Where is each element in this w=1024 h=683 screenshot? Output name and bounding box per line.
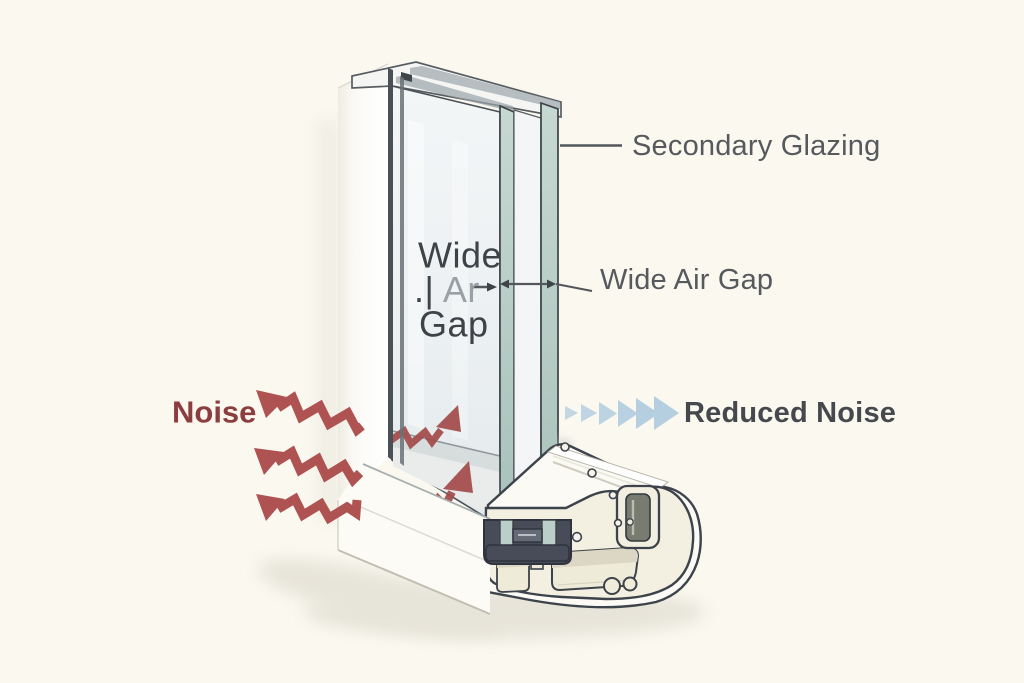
frame-cross-section: [483, 442, 695, 601]
glass-text-line3: Gap: [419, 304, 489, 345]
annotation-lines: [470, 144, 622, 292]
secondary-glazing-label: Secondary Glazing: [632, 130, 880, 162]
screw-channel-1: [603, 577, 621, 595]
measure-arrowhead-right: [547, 279, 556, 289]
glass-text-line2-prefix: .|: [414, 269, 434, 310]
primary-pane-edge: [499, 104, 515, 534]
noise-label: Noise: [172, 395, 256, 430]
glass-text-line2-air: Ar: [443, 269, 480, 310]
annotation-arrowheads: [487, 279, 556, 292]
pane-edges: [499, 101, 571, 542]
on-glass-text: Wide .| Ar Gap: [414, 235, 502, 345]
measure-arrowhead-left: [500, 279, 509, 289]
gasket-front-lip: [485, 544, 570, 562]
screw-rings: [560, 442, 623, 543]
primary-pane-left-channel: [388, 68, 404, 466]
behind-glass-arrowheads: [436, 405, 473, 493]
glazing-gasket: [483, 519, 572, 565]
screw-channel-2: [622, 576, 638, 592]
pane-top-face: [351, 61, 562, 119]
air-gap-leader: [555, 283, 593, 292]
reduced-noise-label: Reduced Noise: [684, 397, 896, 429]
glass-text-line2: .| Ar: [414, 269, 480, 310]
incoming-noise-heads: [254, 390, 287, 521]
incoming-noise-arrows: [254, 390, 365, 525]
glass-text-line1: Wide: [418, 235, 502, 276]
reduced-noise-triangles: [565, 396, 679, 430]
glass-text-arrowhead: [487, 282, 497, 292]
wide-air-gap-label: Wide Air Gap: [600, 264, 773, 296]
frame-end-cap: [615, 484, 661, 550]
wall-band: [337, 63, 389, 502]
